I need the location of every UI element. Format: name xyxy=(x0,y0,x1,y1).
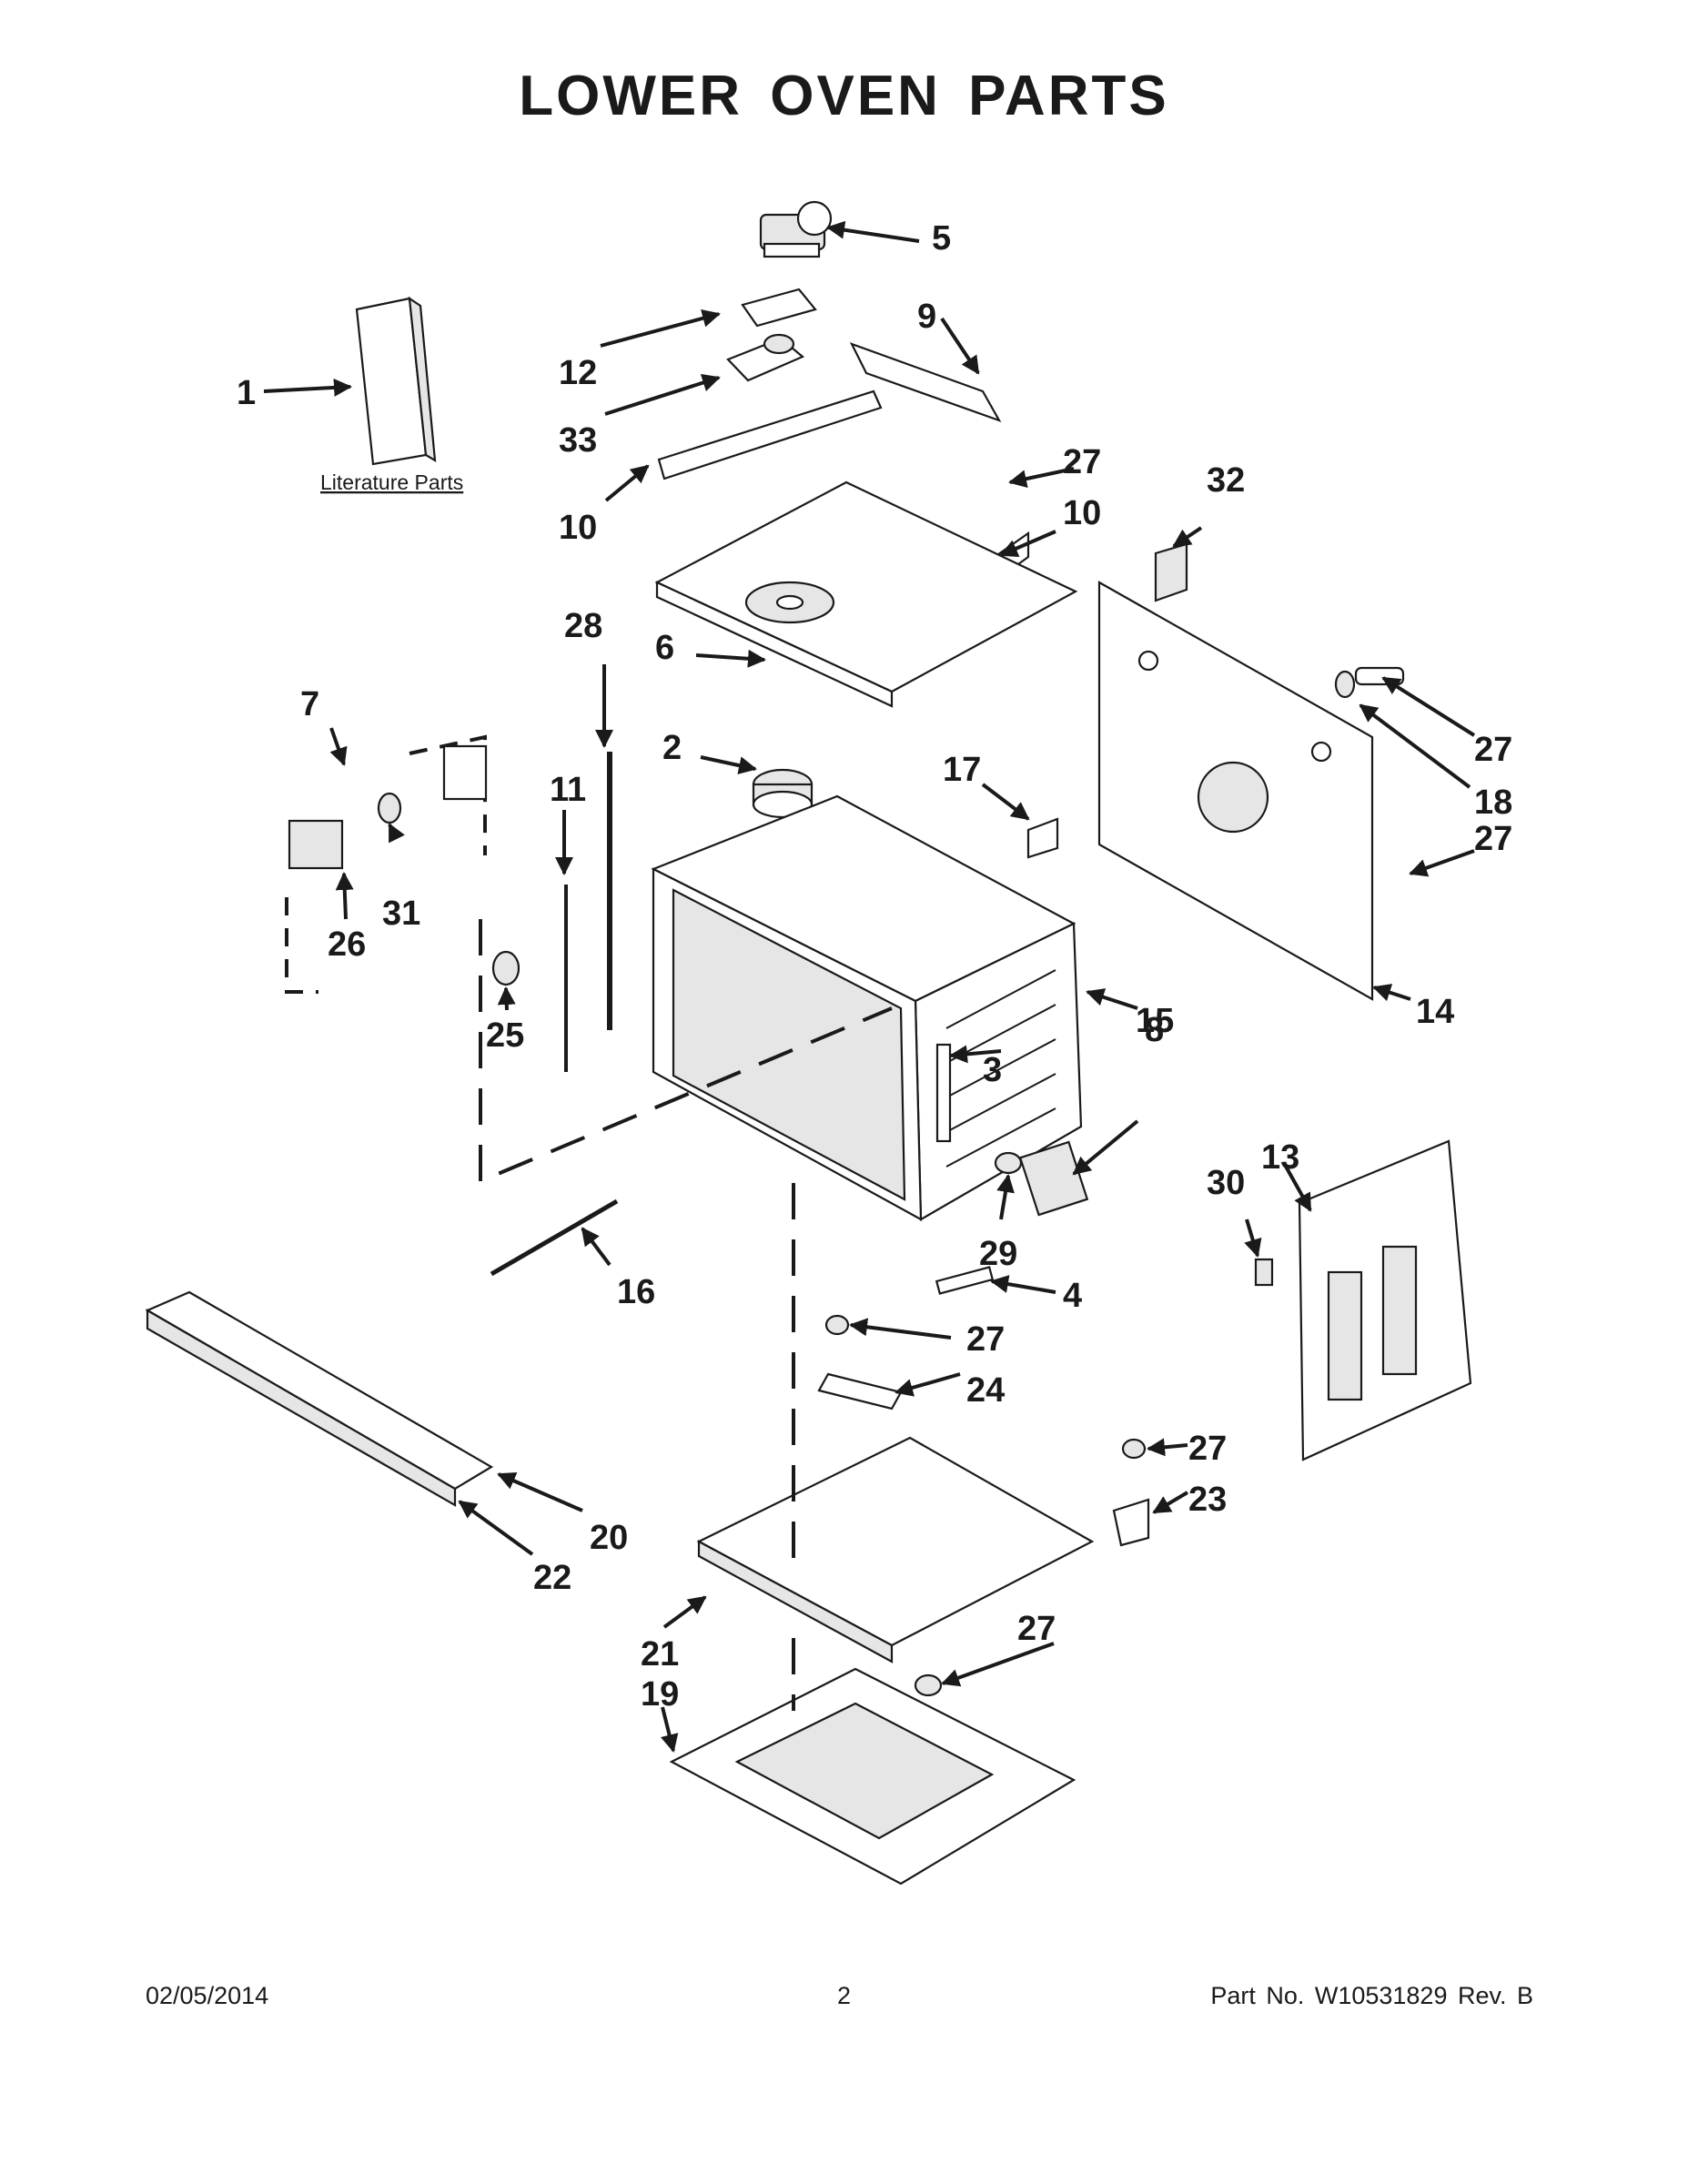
callout-17: 17 xyxy=(943,751,981,789)
callout-15: 15 xyxy=(1136,1002,1174,1040)
callout-21: 21 xyxy=(641,1635,679,1673)
callout-27-c: 27 xyxy=(1474,820,1512,858)
callout-32: 32 xyxy=(1207,461,1245,500)
callout-18: 18 xyxy=(1474,784,1512,822)
rear-panel xyxy=(1097,581,1374,1001)
callout-6: 6 xyxy=(655,629,674,667)
callout-24: 24 xyxy=(966,1371,1005,1410)
bottom-panel xyxy=(696,1436,1095,1663)
footer-date: 02/05/2014 xyxy=(146,1982,269,2009)
callout-23: 23 xyxy=(1188,1481,1227,1519)
bottom-tray xyxy=(669,1667,1076,1886)
callout-5: 5 xyxy=(932,219,951,258)
callout-14: 14 xyxy=(1416,993,1454,1031)
callout-27-e: 27 xyxy=(1188,1430,1227,1468)
callout-7: 7 xyxy=(300,685,319,723)
small-clip xyxy=(1254,1258,1274,1287)
callout-22: 22 xyxy=(533,1559,571,1597)
literature-book xyxy=(355,296,437,466)
alignment-line-3 xyxy=(479,919,893,1185)
hinge xyxy=(935,1043,952,1143)
foot-bracket xyxy=(1112,1498,1150,1547)
footer-page-number: 2 xyxy=(836,1982,852,2009)
callout-3: 3 xyxy=(983,1051,1002,1089)
top-channel xyxy=(849,342,1002,423)
callout-27-d: 27 xyxy=(966,1320,1005,1359)
callout-12: 12 xyxy=(559,354,597,392)
bracket xyxy=(935,1266,995,1295)
motor-mount xyxy=(726,333,805,382)
callout-29: 29 xyxy=(979,1235,1017,1273)
callout-27-b: 27 xyxy=(1474,731,1512,769)
callout-9: 9 xyxy=(917,298,936,336)
meat-probe xyxy=(490,1198,619,1277)
screw-24 xyxy=(824,1314,850,1336)
callout-20: 20 xyxy=(590,1519,628,1557)
callout-11: 11 xyxy=(550,771,586,809)
literature-parts-label: Literature Parts xyxy=(320,470,463,494)
callout-25: 25 xyxy=(486,1016,524,1055)
callout-27-f: 27 xyxy=(1017,1610,1056,1648)
callout-31: 31 xyxy=(382,895,420,933)
side-panel xyxy=(1298,1139,1472,1461)
callout-16: 16 xyxy=(617,1273,655,1311)
callout-10-left: 10 xyxy=(559,509,597,547)
junction-box xyxy=(1154,542,1188,602)
callout-10-right: 10 xyxy=(1063,494,1101,532)
screw-23 xyxy=(1121,1438,1147,1460)
callout-1: 1 xyxy=(237,374,256,412)
knob xyxy=(491,950,521,986)
callout-28: 28 xyxy=(564,607,602,645)
convection-motor xyxy=(759,200,833,258)
callout-13: 13 xyxy=(1261,1138,1299,1177)
screw-27-bottom xyxy=(914,1673,943,1697)
side-channel-left xyxy=(657,389,883,480)
screw xyxy=(994,1151,1023,1175)
callout-30: 30 xyxy=(1207,1164,1245,1202)
clip xyxy=(1026,817,1059,859)
convection-fan xyxy=(752,768,814,819)
bulb-assembly-group xyxy=(285,734,488,994)
footer-part-number: Part No. W10531829 Rev. B xyxy=(1210,1982,1533,2009)
mounting-bracket xyxy=(817,1372,903,1410)
callout-27-a: 27 xyxy=(1063,443,1101,481)
lower-rail xyxy=(145,1290,494,1507)
oven-cavity xyxy=(651,794,1083,1221)
callout-19: 19 xyxy=(641,1675,679,1714)
top-panel xyxy=(654,480,1078,708)
callout-2: 2 xyxy=(662,729,682,767)
callout-4: 4 xyxy=(1063,1277,1082,1315)
page-title: LOWER OVEN PARTS xyxy=(519,65,1169,127)
callout-26: 26 xyxy=(328,925,366,964)
callout-8: 8 xyxy=(1145,1011,1164,1049)
callout-33: 33 xyxy=(559,421,597,460)
motor-bracket xyxy=(741,288,817,328)
